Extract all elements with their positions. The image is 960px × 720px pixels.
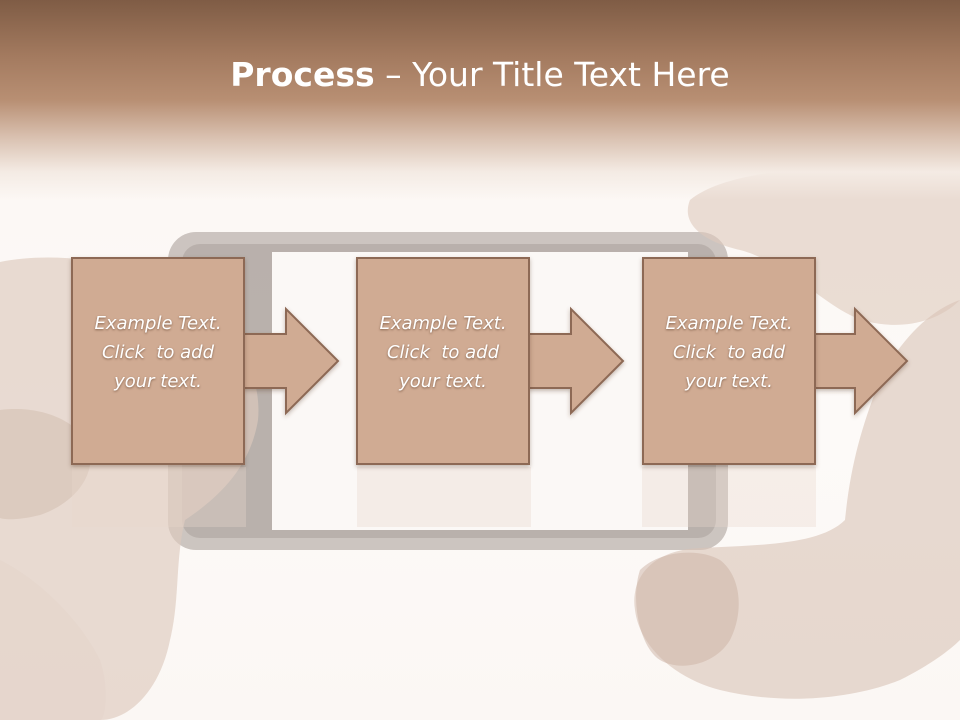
step-3-line-2: Click to add <box>672 341 785 363</box>
step-2-line-1: Example Text. <box>379 312 507 334</box>
step-box-3[interactable]: Example Text. Click to add your text. <box>642 257 816 465</box>
title-bar <box>0 0 960 200</box>
step-box-1[interactable]: Example Text. Click to add your text. <box>71 257 245 465</box>
slide-title[interactable]: Process – Your Title Text Here <box>0 52 960 98</box>
reflection-2 <box>357 467 531 527</box>
step-box-2[interactable]: Example Text. Click to add your text. <box>356 257 530 465</box>
reflection-1 <box>72 467 246 527</box>
arrow-3 <box>814 306 909 416</box>
step-1-line-3: your text. <box>114 370 202 392</box>
step-2-line-3: your text. <box>399 370 487 392</box>
step-1-line-2: Click to add <box>101 341 214 363</box>
reflection-3 <box>642 467 816 527</box>
step-1-line-1: Example Text. <box>94 312 222 334</box>
step-3-line-3: your text. <box>685 370 773 392</box>
arrow-1 <box>243 306 340 416</box>
step-2-line-2: Click to add <box>386 341 499 363</box>
right-thumb <box>636 552 739 666</box>
step-3-line-1: Example Text. <box>665 312 793 334</box>
step-text-3: Example Text. Click to add your text. <box>654 309 804 396</box>
step-text-2: Example Text. Click to add your text. <box>368 309 518 396</box>
left-wrist <box>0 560 106 720</box>
left-thumb <box>0 409 91 520</box>
arrow-2 <box>528 306 625 416</box>
title-rest: – Your Title Text Here <box>374 55 730 94</box>
title-bold: Process <box>230 55 375 94</box>
step-text-1: Example Text. Click to add your text. <box>83 309 233 396</box>
